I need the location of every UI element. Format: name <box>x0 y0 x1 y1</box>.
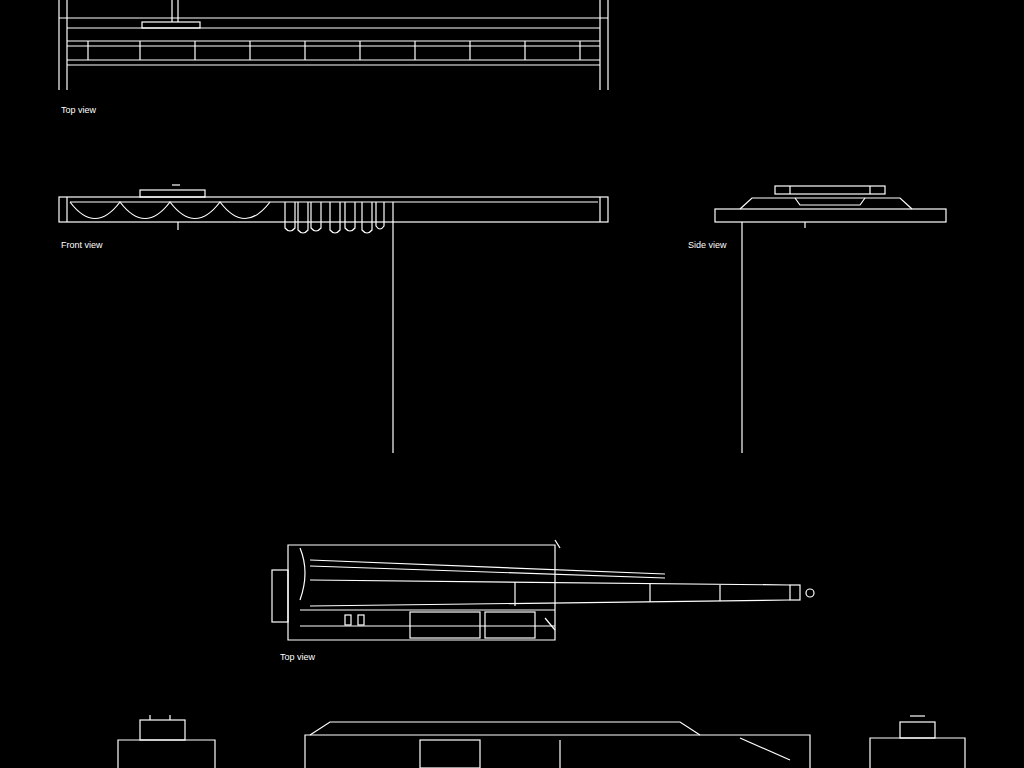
view-label: Top view <box>61 106 96 115</box>
view-label: Top view <box>280 653 315 662</box>
view-label: Side view <box>688 241 727 250</box>
view-label: Front view <box>61 241 103 250</box>
